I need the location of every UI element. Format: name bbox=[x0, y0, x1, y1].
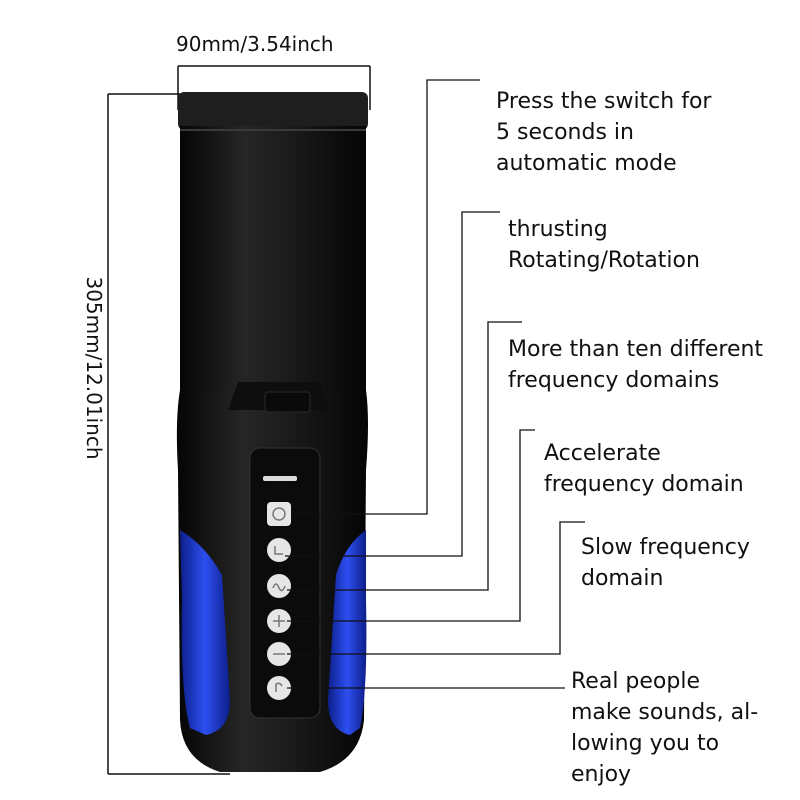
callout-accelerate: Accelerate frequency domain bbox=[544, 441, 744, 497]
voice-icon bbox=[275, 682, 283, 692]
device bbox=[176, 92, 368, 772]
power-button[interactable] bbox=[267, 502, 291, 526]
right-grip bbox=[328, 530, 367, 735]
accelerate-button[interactable] bbox=[267, 609, 291, 633]
power-icon bbox=[272, 507, 286, 521]
height-dimension bbox=[107, 93, 230, 775]
plus-icon bbox=[273, 615, 285, 627]
callout-lines bbox=[285, 79, 585, 689]
upper-body bbox=[180, 126, 366, 406]
frequency-button[interactable] bbox=[267, 574, 291, 598]
slow-button[interactable] bbox=[267, 642, 291, 666]
frequency-icon bbox=[272, 583, 286, 592]
top-cap bbox=[178, 92, 368, 130]
mode-icon bbox=[274, 546, 283, 555]
callout-power: Press the switch for 5 seconds in automa… bbox=[496, 89, 712, 176]
callout-frequency: More than ten different frequency domain… bbox=[508, 337, 764, 393]
height-label: 305mm/12.01inch bbox=[82, 276, 106, 460]
width-label: 90mm/3.54inch bbox=[176, 32, 334, 56]
callout-voice: Real people make sounds, al- lowing you … bbox=[571, 669, 759, 787]
callout-mode: thrusting Rotating/Rotation bbox=[508, 217, 700, 273]
indicator-light bbox=[263, 476, 297, 481]
left-grip bbox=[180, 530, 230, 735]
callout-slow: Slow frequency domain bbox=[581, 535, 750, 591]
mode-button[interactable] bbox=[267, 538, 291, 562]
voice-button[interactable] bbox=[267, 676, 291, 700]
